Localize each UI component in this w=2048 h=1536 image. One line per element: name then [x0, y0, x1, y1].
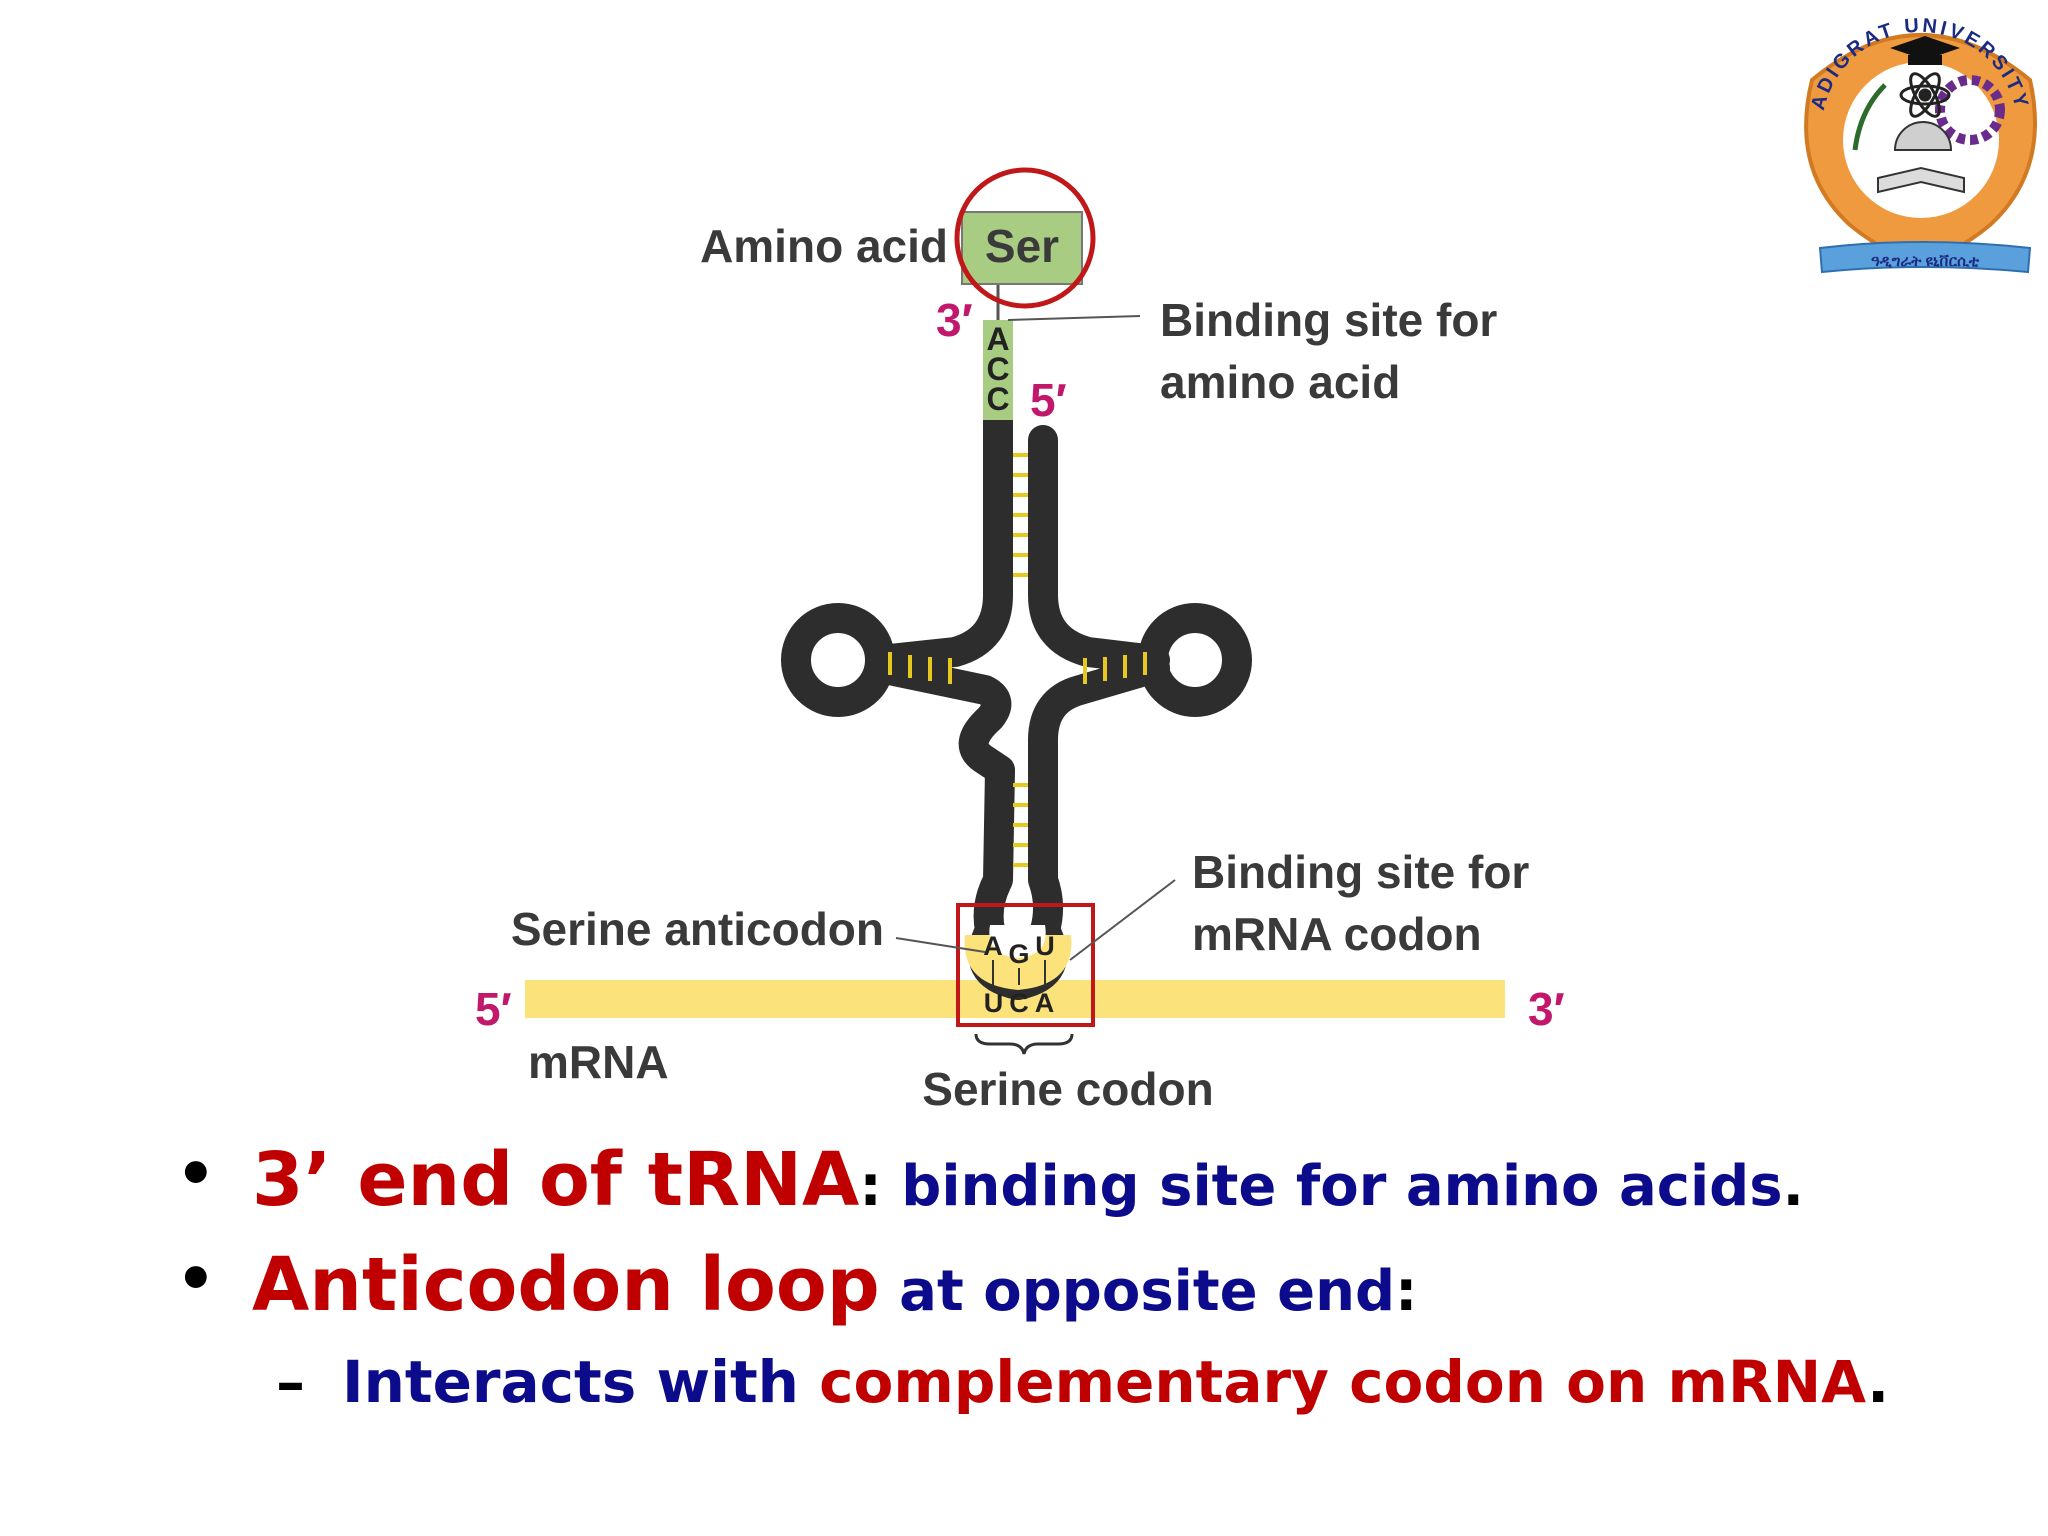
bullet-list: • 3’ end of tRNA: binding site for amino…	[170, 1137, 2030, 1416]
bullet-text: binding site for amino acids	[881, 1154, 1783, 1219]
mrna-label: mRNA	[528, 1036, 669, 1088]
acceptor-base: C	[986, 381, 1009, 417]
logo-bottom-text: ዓዲግራት ዩኒቨርሲቲ	[1871, 253, 1980, 270]
mrna-five-prime: 5′	[475, 983, 512, 1035]
binding-site-amino-label: Binding site for	[1160, 294, 1497, 346]
codon-brace	[974, 1033, 1074, 1055]
cap-icon	[1890, 36, 1960, 60]
logo-ribbon	[1818, 241, 2032, 274]
bullet-text: at opposite end	[879, 1259, 1396, 1325]
anticodon-label: Serine anticodon	[511, 903, 884, 955]
binding-site-mrna-label: Binding site for	[1192, 846, 1529, 898]
mrna-codon-bases: UCA	[984, 988, 1061, 1018]
bullet-item: • Anticodon loop at opposite end:	[170, 1245, 2030, 1326]
bullet-dot-icon: •	[176, 1137, 216, 1210]
university-logo: ADIGRAT UNIVERSITY ዓዲግራት ዩኒቨርሲቲ	[1804, 15, 2037, 274]
globe-icon	[1893, 121, 1953, 151]
amino-acid-label: Amino acid	[700, 220, 948, 272]
trna-backbone	[781, 405, 1252, 1000]
sub-bullet-highlight: complementary codon on mRNA	[819, 1347, 1868, 1416]
bullet-item: • 3’ end of tRNA: binding site for amino…	[170, 1137, 2030, 1223]
sub-bullet-dash: –	[276, 1347, 305, 1416]
bullet-punct: .	[1867, 1347, 1890, 1416]
sub-bullet-item: – Interacts with complementary codon on …	[170, 1347, 2030, 1416]
five-prime-label: 5′	[1030, 374, 1067, 426]
cap-base-icon	[1908, 55, 1942, 65]
pointer-line	[1007, 315, 1141, 321]
anticodon-base: G	[1008, 939, 1029, 969]
amino-acid-box	[961, 211, 1083, 285]
pointer-line	[1069, 879, 1176, 961]
acceptor-end	[983, 320, 1013, 420]
three-prime-label: 3′	[936, 294, 973, 346]
mrna-three-prime: 3′	[1528, 983, 1565, 1035]
amino-acid-highlight-circle	[954, 167, 1096, 309]
book-icon	[1877, 166, 1965, 194]
binding-site-mrna-label: mRNA codon	[1192, 908, 1482, 960]
sub-bullet-text: Interacts with	[342, 1347, 820, 1416]
base-pairs	[888, 453, 1147, 867]
codon-pairing	[992, 960, 1046, 985]
bullet-punct: :	[859, 1154, 882, 1219]
pointer-line	[895, 937, 986, 953]
codon-label: Serine codon	[922, 1063, 1213, 1115]
bullet-highlight: Anticodon loop	[252, 1242, 880, 1329]
bullet-highlight: 3’ end of tRNA	[252, 1137, 860, 1223]
acceptor-base: C	[986, 351, 1009, 387]
binding-site-amino-label: amino acid	[1160, 356, 1400, 408]
anticodon-base: A	[983, 931, 1003, 961]
bullet-dot-icon: •	[176, 1242, 216, 1316]
laurel-icon	[1852, 83, 1887, 151]
acceptor-base: A	[986, 321, 1009, 357]
anticodon-base: U	[1035, 931, 1055, 961]
bullet-punct: :	[1395, 1259, 1418, 1325]
amino-acid-value: Ser	[985, 220, 1059, 272]
atom-icon	[1899, 72, 1951, 118]
anticodon-loop-inner	[989, 925, 1046, 958]
anticodon-highlight-box	[956, 903, 1095, 1027]
bullet-punct: .	[1782, 1154, 1804, 1219]
